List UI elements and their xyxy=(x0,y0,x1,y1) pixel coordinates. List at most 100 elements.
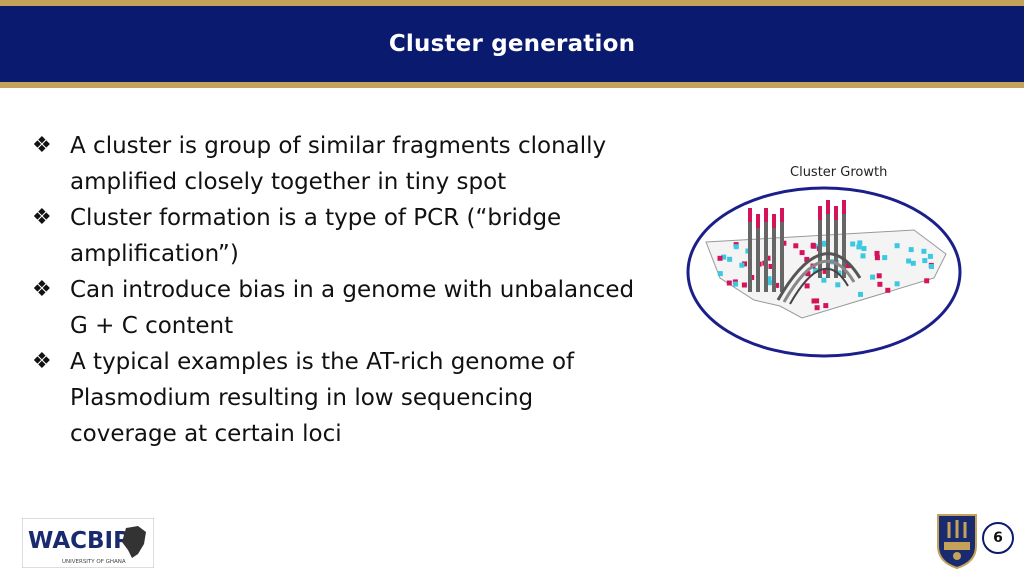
header-bottom-stripe xyxy=(0,82,1024,88)
bullet-text: Cluster formation is a type of PCR (“bri… xyxy=(70,205,562,267)
oligo-dot xyxy=(741,282,747,288)
oligo-dot xyxy=(856,244,862,250)
dna-strand-tip xyxy=(780,208,784,222)
header-top-stripe xyxy=(0,0,1024,6)
diamond-bullet-icon: ❖ xyxy=(32,205,52,230)
oligo-dot xyxy=(717,271,723,277)
dna-strand xyxy=(772,226,776,292)
oligo-dot xyxy=(733,244,739,250)
oligo-dot xyxy=(822,268,828,274)
dna-strand xyxy=(764,220,768,292)
oligo-dot xyxy=(910,260,916,266)
oligo-dot xyxy=(894,243,900,249)
slide-header: Cluster generation xyxy=(0,6,1024,82)
dna-strand-tip xyxy=(748,208,752,222)
dna-strands xyxy=(748,200,846,292)
oligo-dot xyxy=(774,282,780,288)
oligo-dot xyxy=(799,250,805,256)
oligo-dot xyxy=(727,256,733,262)
bullet-text: A cluster is group of similar fragments … xyxy=(70,133,607,195)
bullet-item: ❖ Can introduce bias in a genome with un… xyxy=(32,272,642,344)
oligo-dot xyxy=(811,298,817,304)
oligo-dot xyxy=(870,274,876,280)
slide-title: Cluster generation xyxy=(388,31,636,57)
diamond-bullet-icon: ❖ xyxy=(32,133,52,158)
oligo-dot xyxy=(921,248,927,254)
bridge-arc xyxy=(776,252,862,301)
bullet-text: Can introduce bias in a genome with unba… xyxy=(70,277,635,339)
dna-strand-tip xyxy=(756,214,760,228)
oligo-dot xyxy=(766,280,772,286)
oligo-dot xyxy=(924,278,930,284)
oligo-dot xyxy=(726,280,732,286)
oligo-dot xyxy=(908,247,914,253)
oligo-dot xyxy=(857,240,863,246)
dna-strand xyxy=(818,218,822,278)
oligo-dot xyxy=(882,255,888,261)
oligo-dot xyxy=(860,253,866,259)
university-crest-icon xyxy=(937,514,977,570)
dna-strand xyxy=(842,212,846,278)
diamond-bullet-icon: ❖ xyxy=(32,349,52,374)
africa-map-icon xyxy=(122,526,146,558)
oligo-dot xyxy=(804,256,810,262)
dna-strand xyxy=(834,218,838,278)
oligo-dot xyxy=(876,273,882,279)
oligo-dot xyxy=(906,258,912,264)
oligo-dot xyxy=(885,287,891,293)
dna-strand xyxy=(748,220,752,292)
bullet-item: ❖ A typical examples is the AT-rich geno… xyxy=(32,344,642,452)
oligo-dot xyxy=(739,262,745,268)
flow-cell-ellipse xyxy=(686,186,962,358)
oligo-dot xyxy=(814,305,820,311)
dna-strand-tip xyxy=(818,206,822,220)
oligo-dot xyxy=(861,246,867,251)
oligo-dot xyxy=(793,243,799,249)
bridge-arc xyxy=(782,259,856,303)
bullet-list: ❖ A cluster is group of similar fragment… xyxy=(32,128,642,452)
oligo-dot xyxy=(814,298,820,304)
oligo-dot xyxy=(733,281,739,287)
figure-caption: Cluster Growth xyxy=(790,165,887,180)
oligo-dot xyxy=(721,254,727,260)
oligo-dot xyxy=(745,248,751,254)
dna-strand xyxy=(780,220,784,292)
oligo-dot xyxy=(810,242,816,248)
oligo-dot xyxy=(804,283,810,289)
bullet-item: ❖ A cluster is group of similar fragment… xyxy=(32,128,642,200)
dna-strand-tip xyxy=(764,208,768,222)
oligo-dot xyxy=(742,261,747,267)
oligo-dot xyxy=(850,241,856,247)
logo-subtext: UNIVERSITY OF GHANA xyxy=(62,559,126,565)
oligo-dot xyxy=(927,253,933,259)
dna-strand xyxy=(826,212,830,278)
oligo-dot xyxy=(894,281,900,287)
oligo-dot xyxy=(874,255,880,261)
oligo-dot xyxy=(717,255,723,261)
oligo-dot xyxy=(766,276,772,282)
oligo-dot xyxy=(821,241,826,247)
dna-strand-tip xyxy=(826,200,830,214)
oligo-dot xyxy=(768,264,774,269)
bullet-text: A typical examples is the AT-rich genome… xyxy=(70,349,575,447)
diamond-bullet-icon: ❖ xyxy=(32,277,52,302)
page-number: 6 xyxy=(982,522,1014,554)
dna-strand xyxy=(756,226,760,292)
bridge-arc xyxy=(789,267,849,305)
bullet-item: ❖ Cluster formation is a type of PCR (“b… xyxy=(32,200,642,272)
logo-wordmark: WACBIP xyxy=(28,528,130,554)
dna-strand-tip xyxy=(834,206,838,220)
oligo-dot xyxy=(835,282,841,288)
dna-strand-tip xyxy=(772,214,776,228)
oligo-dot xyxy=(845,263,851,269)
oligo-dot xyxy=(858,291,863,297)
oligo-dot xyxy=(805,271,811,277)
wacbip-logo: WACBIP UNIVERSITY OF GHANA xyxy=(22,518,154,568)
oligo-dot xyxy=(922,258,928,264)
oligo-dot xyxy=(929,264,934,269)
oligo-dot xyxy=(812,268,818,273)
cluster-growth-figure: Cluster Growth xyxy=(686,165,962,358)
oligo-dot xyxy=(874,250,880,256)
oligo-dot xyxy=(877,281,883,287)
oligo-dot xyxy=(823,303,829,309)
